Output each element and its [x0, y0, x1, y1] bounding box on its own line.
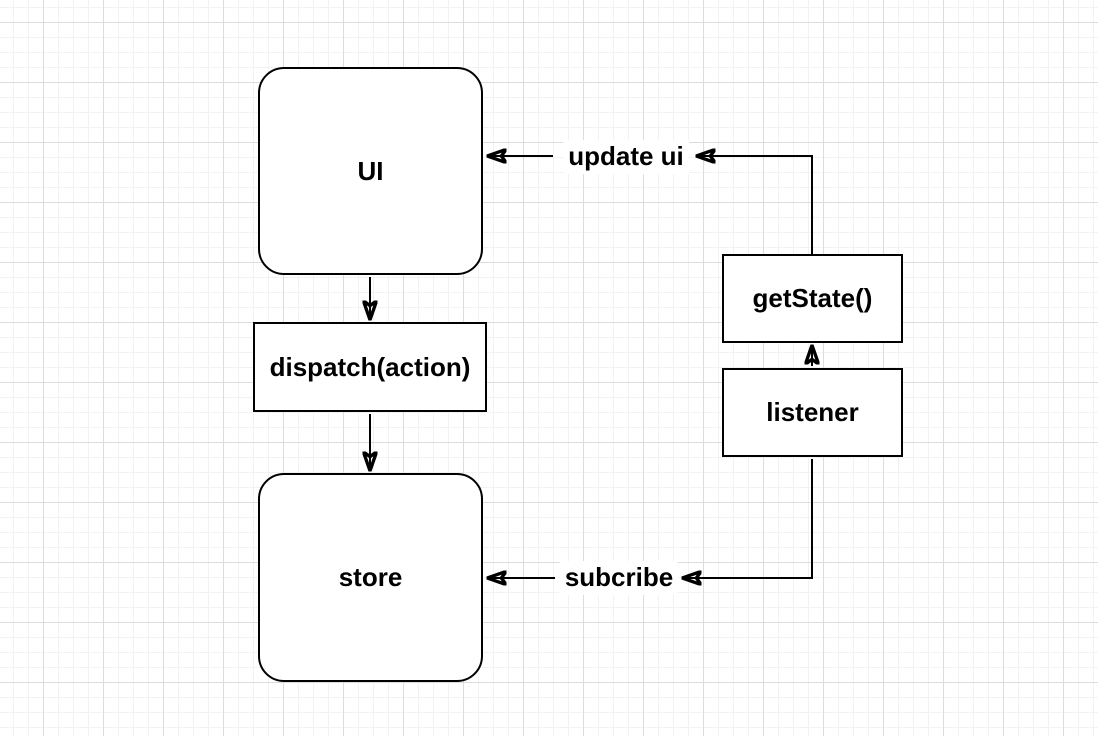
- node-dispatch-action-label: dispatch(action): [269, 351, 471, 382]
- node-dispatch-action[interactable]: dispatch(action): [253, 322, 487, 412]
- node-getstate[interactable]: getState(): [722, 254, 903, 343]
- node-store[interactable]: store: [258, 473, 483, 682]
- node-getstate-label: getState(): [752, 283, 873, 313]
- edge-label-update-ui-text: update ui: [568, 141, 684, 172]
- node-ui[interactable]: UI: [258, 67, 483, 275]
- node-ui-label: UI: [357, 155, 384, 186]
- edge-getstate-to-update-ui[interactable]: [697, 156, 813, 254]
- edge-label-subcribe-text: subcribe: [564, 562, 674, 593]
- node-listener-label: listener: [766, 397, 859, 427]
- node-store-label: store: [338, 562, 403, 592]
- node-listener[interactable]: listener: [722, 368, 903, 457]
- edge-listener-to-subcribe[interactable]: [683, 459, 813, 578]
- edge-label-update-ui[interactable]: update ui: [563, 140, 689, 174]
- edge-label-subcribe[interactable]: subcribe: [559, 561, 679, 595]
